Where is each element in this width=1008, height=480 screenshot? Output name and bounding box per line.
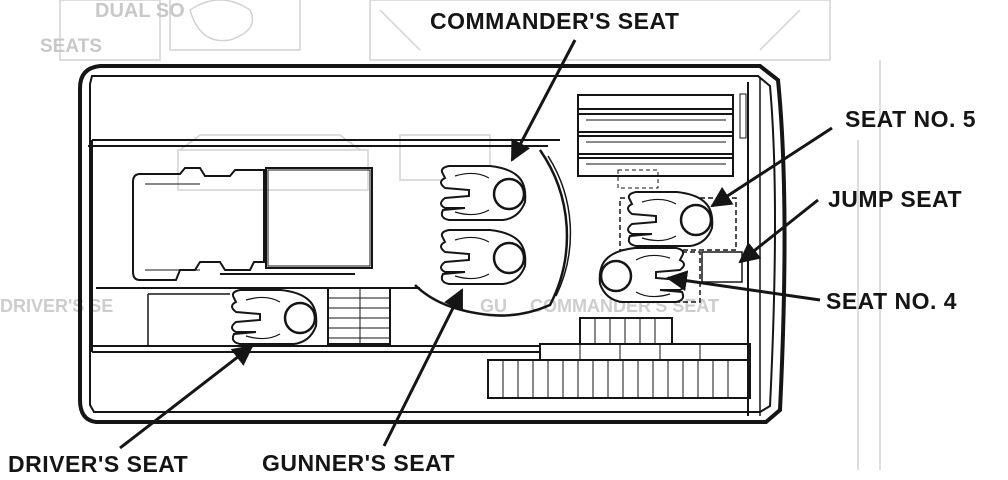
label-seat-no-4: SEAT NO. 4 bbox=[826, 288, 958, 314]
bleed-text-seats: SEATS bbox=[40, 36, 102, 57]
label-jump-seat: JUMP SEAT bbox=[828, 186, 963, 212]
leader-lines bbox=[119, 39, 833, 450]
label-gunners-seat: GUNNER'S SEAT bbox=[262, 450, 456, 476]
label-commanders-seat: COMMANDER'S SEAT bbox=[430, 8, 680, 34]
leader-seat-5 bbox=[710, 126, 833, 208]
bleed-text-mid: GU bbox=[480, 296, 507, 316]
leader-gunner bbox=[382, 288, 464, 447]
bleed-text-left: DRIVER'S SE bbox=[0, 296, 113, 316]
leader-driver bbox=[119, 344, 254, 450]
label-drivers-seat: DRIVER'S SEAT bbox=[8, 451, 189, 477]
engine-block bbox=[132, 167, 373, 281]
crew-figure-gunner bbox=[440, 229, 527, 285]
driver-console bbox=[327, 287, 391, 345]
leader-commander bbox=[510, 39, 577, 162]
crew-figure-commander bbox=[440, 165, 527, 221]
crew-figure-seat-4 bbox=[598, 247, 685, 303]
leader-seat-4 bbox=[665, 270, 821, 302]
ammo-racks-upper bbox=[577, 93, 747, 189]
leader-jump-seat bbox=[738, 198, 819, 264]
bleed-text-dual: DUAL SO bbox=[95, 0, 185, 22]
stowage-lower bbox=[487, 317, 751, 399]
bleed-through-art bbox=[59, 0, 881, 470]
label-seat-no-5: SEAT NO. 5 bbox=[845, 106, 977, 132]
crew-figure-seat-5 bbox=[627, 191, 714, 247]
crew-figure-driver bbox=[231, 289, 318, 345]
